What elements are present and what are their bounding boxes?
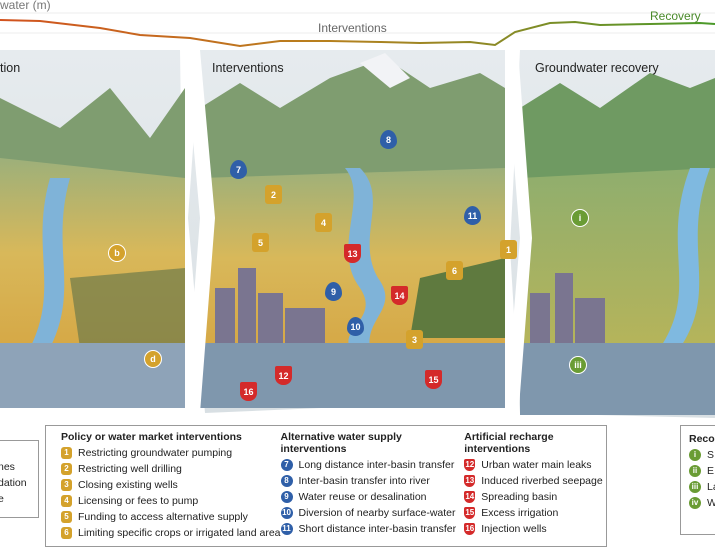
landscape-illustration xyxy=(0,50,715,418)
marker-i: i xyxy=(571,209,589,227)
panel-title-interventions: Interventions xyxy=(212,61,284,75)
marker-10: 10 xyxy=(347,317,364,336)
marker-d: d xyxy=(144,350,162,368)
marker-15: 15 xyxy=(425,370,442,389)
marker-13: 13 xyxy=(344,244,361,263)
marker-5: 5 xyxy=(252,233,269,252)
groundwater-trend-line xyxy=(0,12,715,48)
policy-badge-icon: 1 xyxy=(61,447,72,459)
recovery-badge-icon: iii xyxy=(689,481,701,493)
legend-policy-title: Policy or water market interventions xyxy=(61,431,242,443)
alt-badge-icon: 7 xyxy=(280,459,293,471)
alt-badge-icon: 10 xyxy=(280,507,293,519)
marker-3: 3 xyxy=(406,330,423,349)
marker-16: 16 xyxy=(240,382,257,401)
marker-2: 2 xyxy=(265,185,282,204)
marker-4: 4 xyxy=(315,213,332,232)
recovery-badge-icon: ii xyxy=(689,465,701,477)
recovery-legend: Reco iS iiE iiiLa ivW xyxy=(680,425,715,535)
recovery-badge-icon: i xyxy=(689,449,701,461)
legend-recharge-title: Artificial recharge interventions xyxy=(464,431,554,455)
legend-alternative: Alternative water supply interventions 7… xyxy=(280,431,465,546)
panel-interventions xyxy=(188,50,505,413)
legend-item: iiiLa xyxy=(689,479,715,495)
policy-badge-icon: 5 xyxy=(61,511,72,523)
policy-badge-icon: 2 xyxy=(61,463,72,475)
marker-b: b xyxy=(108,244,126,262)
panel-depletion xyxy=(0,50,185,408)
marker-14: 14 xyxy=(391,286,408,305)
recharge-badge-icon: 14 xyxy=(464,491,476,503)
recharge-badge-icon: 12 xyxy=(464,459,476,471)
legend-item: dation xyxy=(0,477,27,489)
y-axis-label: water (m) xyxy=(0,0,51,12)
alt-badge-icon: 11 xyxy=(280,523,293,535)
marker-1: 1 xyxy=(500,240,517,259)
curve-label-interventions: Interventions xyxy=(318,21,387,35)
recharge-badge-icon: 13 xyxy=(464,475,476,487)
curve-label-recovery: Recovery xyxy=(650,9,701,23)
policy-badge-icon: 6 xyxy=(61,527,72,539)
marker-6: 6 xyxy=(446,261,463,280)
marker-7: 7 xyxy=(230,160,247,179)
policy-badge-icon: 3 xyxy=(61,479,72,491)
marker-iii: iii xyxy=(569,356,587,374)
marker-9: 9 xyxy=(325,282,342,301)
depletion-legend: nes dation e xyxy=(0,440,39,518)
recharge-badge-icon: 16 xyxy=(464,523,476,535)
alt-badge-icon: 9 xyxy=(280,491,293,503)
marker-11: 11 xyxy=(464,206,481,225)
legend-alternative-title: Alternative water supply interventions xyxy=(280,431,402,455)
legend-item: e xyxy=(0,493,4,505)
alt-badge-icon: 8 xyxy=(280,475,293,487)
panel-groundwater-recovery xyxy=(510,50,715,418)
marker-8: 8 xyxy=(380,130,397,149)
marker-12: 12 xyxy=(275,366,292,385)
panel-title-depletion: tion xyxy=(0,61,21,75)
recovery-badge-icon: iv xyxy=(689,497,701,509)
legend-item: nes xyxy=(0,461,15,473)
recovery-legend-title: Reco xyxy=(689,433,715,445)
panel-title-recovery: Groundwater recovery xyxy=(535,61,659,75)
policy-badge-icon: 4 xyxy=(61,495,72,507)
recharge-badge-icon: 15 xyxy=(464,507,476,519)
